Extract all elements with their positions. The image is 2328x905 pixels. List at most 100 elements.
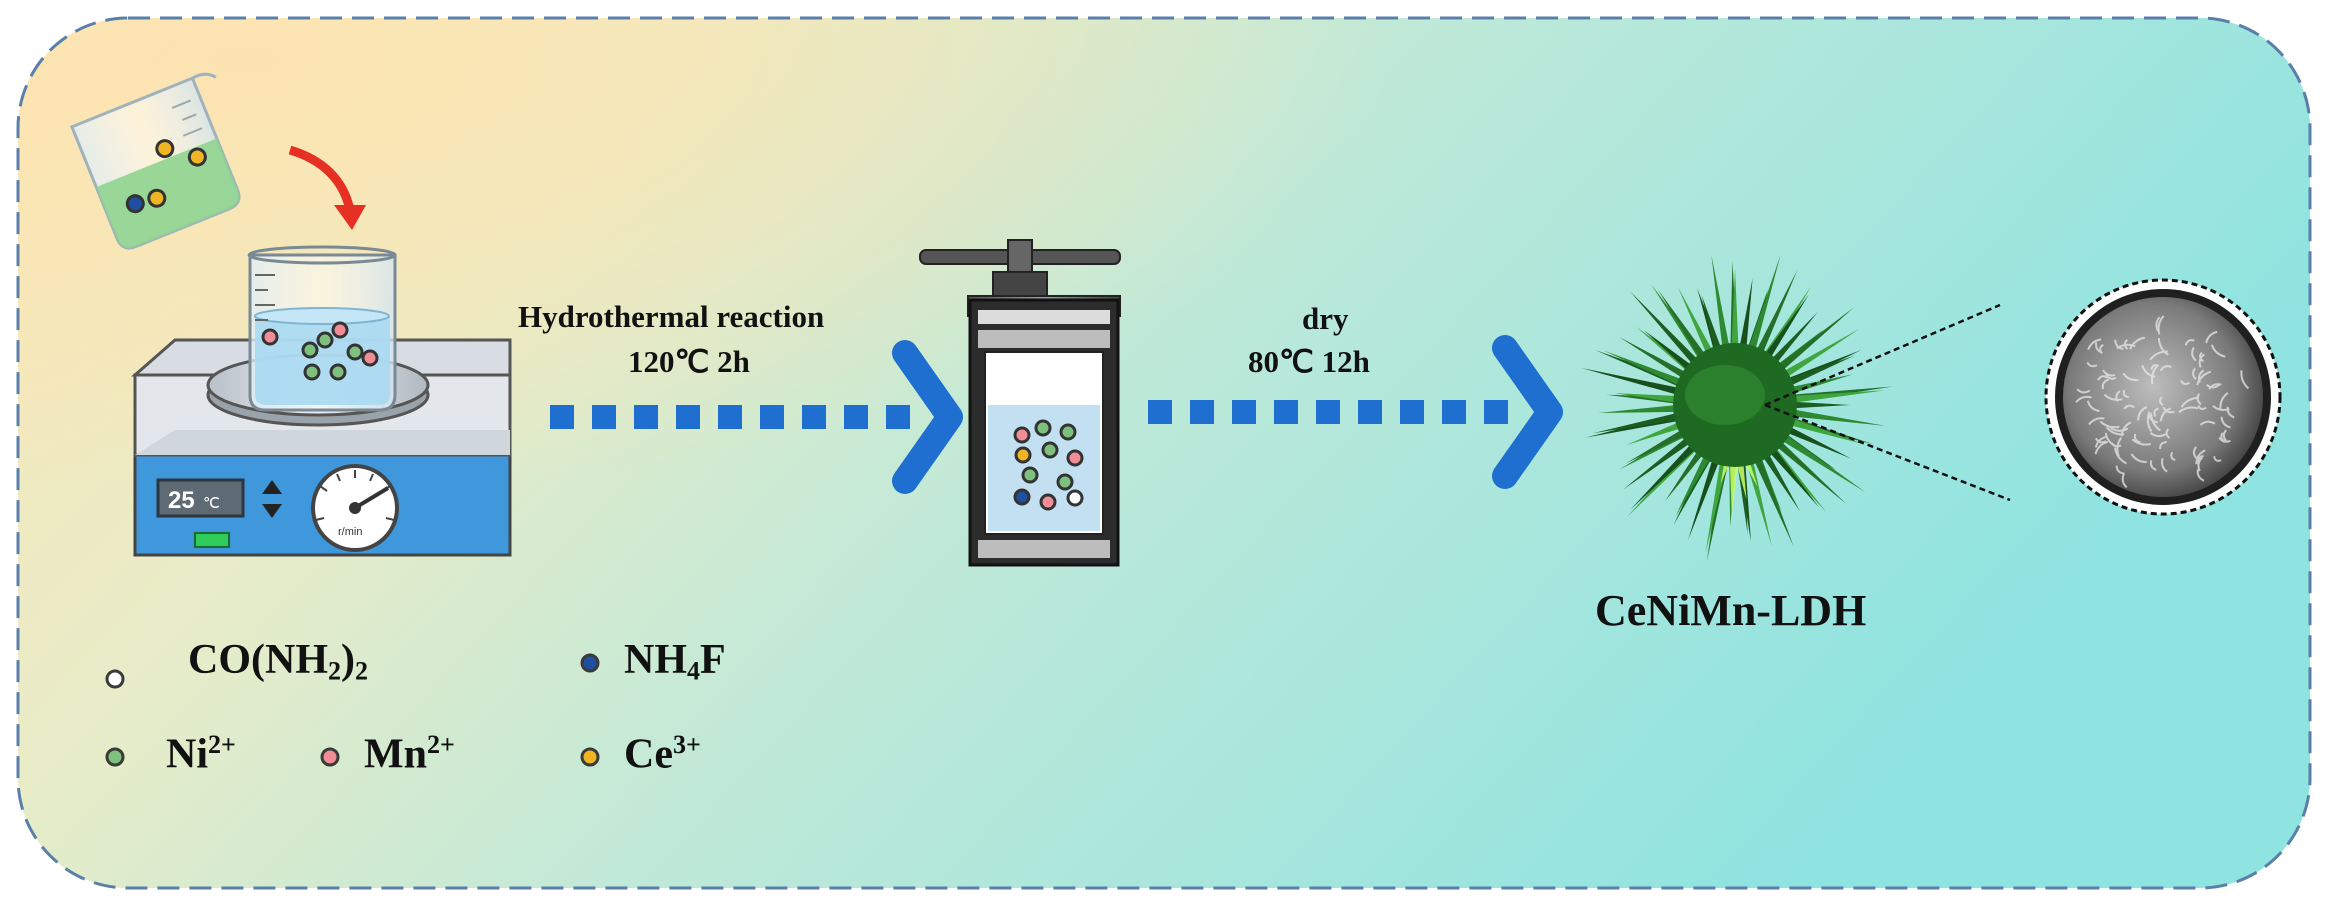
step2-label-line1: dry — [1302, 301, 1349, 336]
sem-zoom-icon — [2044, 278, 2282, 516]
sem-flake — [2219, 392, 2229, 410]
legend-mn-sup: 2+ — [427, 730, 455, 759]
sem-flake — [2097, 375, 2108, 381]
legend-dot-urea — [105, 669, 125, 689]
sem-flake — [2195, 449, 2206, 465]
sem-flake — [2199, 351, 2204, 363]
step2-label-line2: 80℃ 12h — [1248, 344, 1370, 379]
legend-nh4f-end: F — [700, 637, 726, 683]
sem-flake — [2159, 396, 2164, 406]
urchin-spike — [1630, 433, 1707, 510]
dotted-arrow-2 — [1148, 400, 1508, 424]
legend-urea-sub2: 2 — [355, 656, 369, 686]
temperature-display-unit: ℃ — [203, 495, 220, 512]
sem-flake — [2218, 436, 2231, 443]
dial-unit-label: r/min — [338, 526, 362, 538]
sem-flake — [2161, 457, 2168, 473]
sem-flake — [2133, 433, 2141, 444]
sem-flake — [2159, 441, 2167, 450]
pour-arrow-icon — [288, 145, 355, 212]
legend-urea-base: CO(NH — [188, 637, 328, 683]
zoom-line-bottom — [1764, 403, 2011, 502]
sem-flake — [2094, 440, 2109, 455]
sem-flake — [2123, 404, 2135, 410]
legend-nh4f-base: NH — [624, 637, 687, 683]
sem-flake — [2153, 407, 2159, 418]
sem-flake — [2131, 438, 2152, 446]
urchin-spike — [1754, 441, 1801, 512]
urchin-spike — [1756, 294, 1809, 370]
sem-flake — [2199, 420, 2216, 426]
sem-flake — [2165, 428, 2171, 439]
urchin-spike — [1750, 269, 1798, 367]
arrowhead-2 — [1492, 335, 1563, 489]
step1-label-line2: 120℃ 2h — [628, 344, 750, 379]
down-arrow-icon — [262, 504, 282, 518]
legend-dot-nh4f — [580, 653, 600, 673]
sem-flake — [2146, 411, 2153, 432]
urchin-spike — [1771, 328, 1860, 386]
sem-flake — [2162, 406, 2175, 414]
sem-flake — [2113, 447, 2127, 465]
temperature-display-value: 25 — [168, 487, 195, 514]
sem-flake — [2184, 339, 2195, 346]
sem-flake — [2240, 370, 2250, 390]
urchin-spike — [1773, 420, 1852, 459]
sem-flake — [2149, 432, 2166, 438]
legend-ni-base: Ni — [166, 731, 208, 778]
urchin-spike — [1688, 446, 1725, 541]
power-indicator — [194, 532, 230, 548]
sem-flake — [2116, 343, 2136, 350]
urchin-spike — [1779, 390, 1886, 405]
urchin-spike — [1744, 254, 1781, 364]
urchin-microsphere-icon — [1581, 254, 1893, 562]
sem-flake — [2220, 416, 2231, 429]
urchin-spike — [1581, 368, 1693, 399]
sem-flake — [2103, 393, 2123, 401]
up-arrow-icon — [262, 480, 282, 494]
legend-urea-sub: 2 — [328, 656, 342, 686]
sem-flake — [2130, 453, 2147, 463]
sem-flake — [2170, 451, 2176, 462]
sem-flake — [2226, 406, 2235, 419]
legend-ce-base: Ce — [624, 731, 673, 778]
sem-flake — [2196, 469, 2205, 482]
sem-flake — [2150, 364, 2159, 385]
urchin-spike — [1614, 393, 1691, 405]
urchin-spike — [1765, 431, 1847, 505]
dotted-arrow-1 — [550, 405, 910, 429]
sem-flake — [2114, 339, 2124, 351]
pouring-beaker-icon — [69, 72, 241, 250]
zoom-line-top — [1764, 303, 2001, 407]
sem-flake — [2129, 336, 2146, 350]
sem-flake — [2159, 407, 2172, 422]
urchin-spike — [1603, 350, 1696, 392]
legend-ni-sup: 2+ — [208, 730, 236, 759]
urchin-spike — [1595, 350, 1695, 393]
pour-arrowhead-icon — [334, 205, 366, 230]
sem-flake — [2141, 365, 2156, 378]
urchin-spike — [1774, 355, 1856, 392]
reaction-beaker-icon — [247, 245, 397, 412]
urchin-spike — [1623, 428, 1702, 490]
sem-flake — [2095, 437, 2107, 444]
sem-flake — [2198, 353, 2205, 368]
urchin-spike — [1767, 307, 1855, 380]
urchin-spike — [1737, 278, 1753, 362]
urchin-spike — [1619, 337, 1699, 386]
sem-flake — [2088, 417, 2105, 426]
urchin-spike — [1748, 444, 1794, 548]
urchin-spike — [1592, 409, 1692, 434]
urchin-spike — [1743, 289, 1768, 363]
sem-flake — [2149, 460, 2157, 471]
sem-flake — [2086, 400, 2100, 412]
sem-flake — [2197, 404, 2207, 410]
sem-flake — [2105, 426, 2125, 436]
sem-flake — [2075, 395, 2092, 403]
sem-flake — [2180, 396, 2200, 408]
urchin-spike — [1677, 287, 1720, 367]
sem-flake — [2101, 378, 2110, 390]
sem-flake — [2159, 365, 2172, 372]
legend-nh4f-sub: 4 — [687, 656, 701, 686]
